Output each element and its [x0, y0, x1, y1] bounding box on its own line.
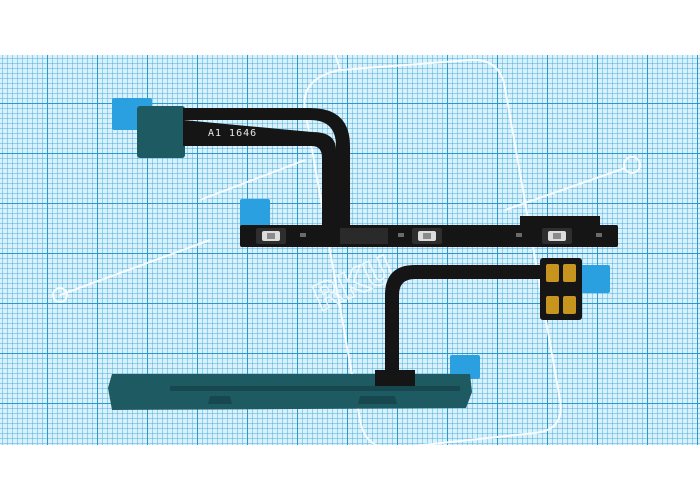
switch-volume-down — [412, 228, 442, 244]
switch-volume-up — [256, 228, 286, 244]
button-strip-stiffener — [340, 228, 388, 244]
flex-marking: A1 1646 — [208, 128, 257, 139]
button-strip-tab — [520, 216, 600, 226]
lower-flex-cable — [108, 258, 582, 410]
adhesive-tape-right — [580, 265, 610, 293]
flex-joint — [375, 370, 415, 386]
stiffener-notch-right — [358, 396, 397, 404]
long-stiffener — [108, 374, 472, 410]
flex-trace-lower — [385, 265, 540, 370]
upper-flex-cable: A1 1646 — [137, 106, 618, 247]
flex-trace-upper — [183, 108, 350, 238]
switch-power — [542, 228, 572, 244]
smd-components — [300, 233, 602, 237]
contact-pads — [546, 264, 576, 314]
adhesive-tape-middle — [240, 199, 270, 227]
flex-trace-upper-inner — [183, 120, 336, 235]
stiffener-notch-left — [208, 396, 232, 404]
adhesive-tape-bottom — [450, 355, 480, 379]
watermark-logo — [52, 0, 641, 500]
stiffener-groove — [170, 386, 460, 391]
connector-stiffener — [137, 106, 185, 158]
